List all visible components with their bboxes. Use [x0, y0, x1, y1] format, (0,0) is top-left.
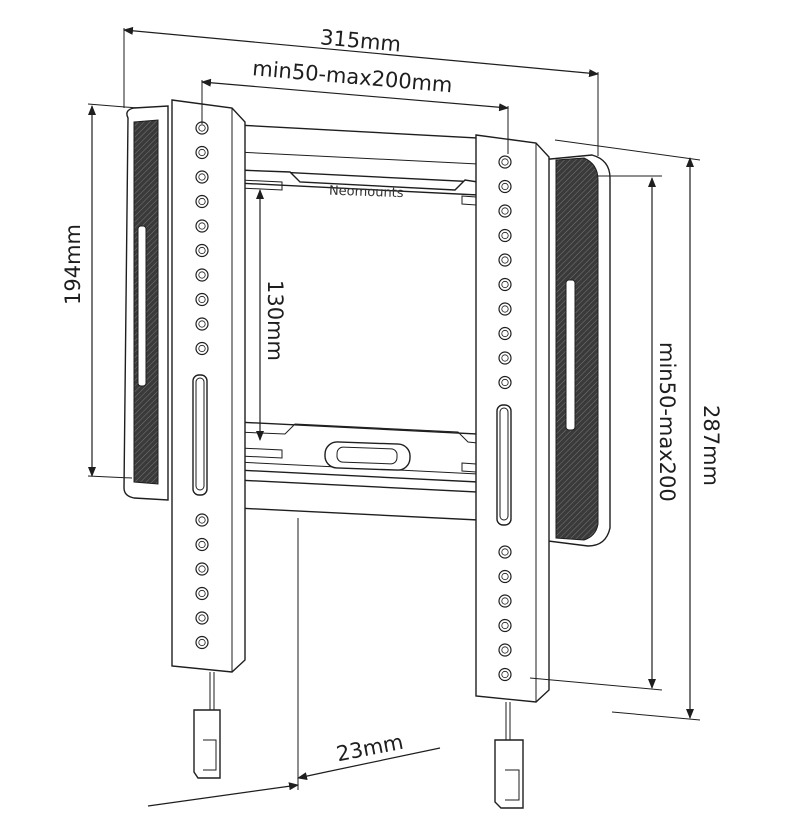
mounting-hole [498, 155, 512, 169]
mounting-hole [498, 277, 512, 292]
mounting-hole [498, 204, 512, 218]
mounting-hole [195, 194, 209, 209]
mounting-hole [498, 667, 512, 682]
mounting-hole-inner [198, 295, 206, 304]
mounting-hole [195, 317, 209, 331]
overall-height-label: 287mm [699, 405, 723, 486]
mounting-hole [195, 243, 209, 258]
mounting-hole-inner [198, 638, 206, 647]
dimension-vesa-vertical-short: 130mm [256, 189, 287, 441]
mounting-hole [195, 586, 209, 601]
mounting-hole-inner [501, 621, 509, 630]
mounting-hole-inner [198, 344, 206, 353]
pad-height-label: 194mm [61, 224, 85, 305]
dimension-overall-height: 287mm [554, 139, 723, 721]
mounting-hole [498, 375, 512, 390]
mounting-hole [498, 594, 512, 608]
mounting-hole-inner [501, 548, 509, 556]
mounting-hole [195, 219, 209, 233]
mounting-hole-inner [501, 378, 509, 387]
mounting-hole-inner [501, 597, 509, 605]
mounting-hole-inner [501, 572, 509, 581]
mounting-hole-inner [198, 516, 206, 524]
mounting-hole [195, 341, 209, 356]
mounting-hole-inner [501, 231, 509, 240]
mounting-hole [498, 179, 512, 194]
mounting-hole-inner [198, 589, 206, 598]
mounting-hole [195, 635, 209, 650]
mounting-hole-inner [198, 173, 206, 181]
mounting-hole-inner [501, 207, 509, 215]
wall-plate [236, 124, 479, 521]
mounting-hole [195, 268, 209, 282]
brand-logo: Neomounts [329, 184, 404, 202]
mounting-hole [195, 513, 209, 527]
mounting-hole-inner [198, 148, 206, 157]
mounting-hole-inner [501, 354, 509, 362]
dimension-vesa-vertical: min50-max200 [529, 175, 679, 691]
mounting-hole-inner [198, 124, 206, 132]
mounting-hole-inner [198, 271, 206, 279]
mounting-hole [195, 145, 209, 160]
overall-width-label: 315mm [319, 25, 402, 56]
mounting-hole-inner [198, 197, 206, 206]
mounting-hole-inner [501, 646, 509, 654]
left-tv-arm [171, 99, 246, 779]
left-wall-pad [123, 105, 169, 501]
mounting-hole [498, 569, 512, 584]
mounting-hole-inner [501, 158, 509, 166]
mounting-hole [195, 611, 209, 625]
mounting-hole [498, 326, 512, 341]
mounting-hole-inner [501, 670, 509, 679]
mounting-hole-inner [501, 329, 509, 338]
vesa-horizontal-label: min50-max200mm [251, 56, 453, 97]
mounting-hole-inner [198, 222, 206, 230]
vesa-vertical-label: min50-max200 [655, 342, 679, 502]
right-tv-arm [475, 134, 550, 809]
mounting-hole-inner [198, 320, 206, 328]
mounting-hole-inner [501, 256, 509, 264]
mounting-hole-inner [501, 280, 509, 289]
mounting-hole-inner [501, 182, 509, 191]
mounting-hole [498, 302, 512, 316]
mounting-hole-inner [501, 305, 509, 313]
mounting-hole [498, 228, 512, 243]
mounting-hole [498, 253, 512, 267]
mounting-hole [498, 351, 512, 365]
dimension-pad-height: 194mm [61, 103, 139, 479]
mounting-hole [498, 545, 512, 559]
right-wall-pad [539, 154, 611, 547]
mounting-hole [498, 643, 512, 657]
mounting-hole [195, 562, 209, 576]
mounting-hole-inner [198, 614, 206, 622]
mounting-hole [195, 292, 209, 307]
vesa-vertical-short-label: 130mm [263, 280, 287, 361]
wall-distance-label: 23mm [334, 730, 405, 766]
mounting-hole [498, 618, 512, 633]
mounting-hole [195, 170, 209, 184]
mounting-hole-inner [198, 565, 206, 573]
mounting-hole-inner [198, 540, 206, 549]
mounting-hole [195, 537, 209, 552]
mounting-hole-inner [198, 246, 206, 255]
